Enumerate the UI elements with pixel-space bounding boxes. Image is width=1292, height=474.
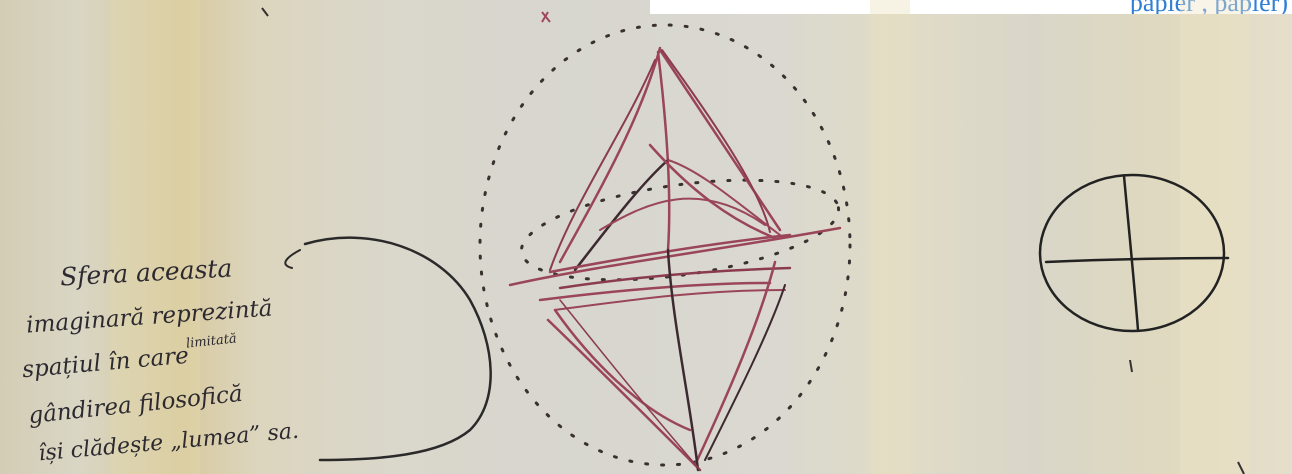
note-line-1: Sfera aceasta: [59, 254, 233, 292]
dotted-sphere-icon: [480, 25, 850, 465]
top-mark-left: [262, 8, 268, 16]
handwritten-note: Sfera aceasta imaginară reprezintă limit…: [18, 258, 488, 474]
top-mark-cross: [542, 12, 550, 22]
note-line-3: spațiul în care: [21, 343, 190, 383]
note-insertion: limitată: [185, 331, 237, 351]
note-line-2: imaginară reprezintă: [25, 295, 273, 338]
note-line-4: gândirea filosofică: [27, 381, 244, 429]
small-mark-bottom: [1130, 360, 1132, 372]
note-line-5: își clădește „lumea” sa.: [37, 419, 300, 467]
